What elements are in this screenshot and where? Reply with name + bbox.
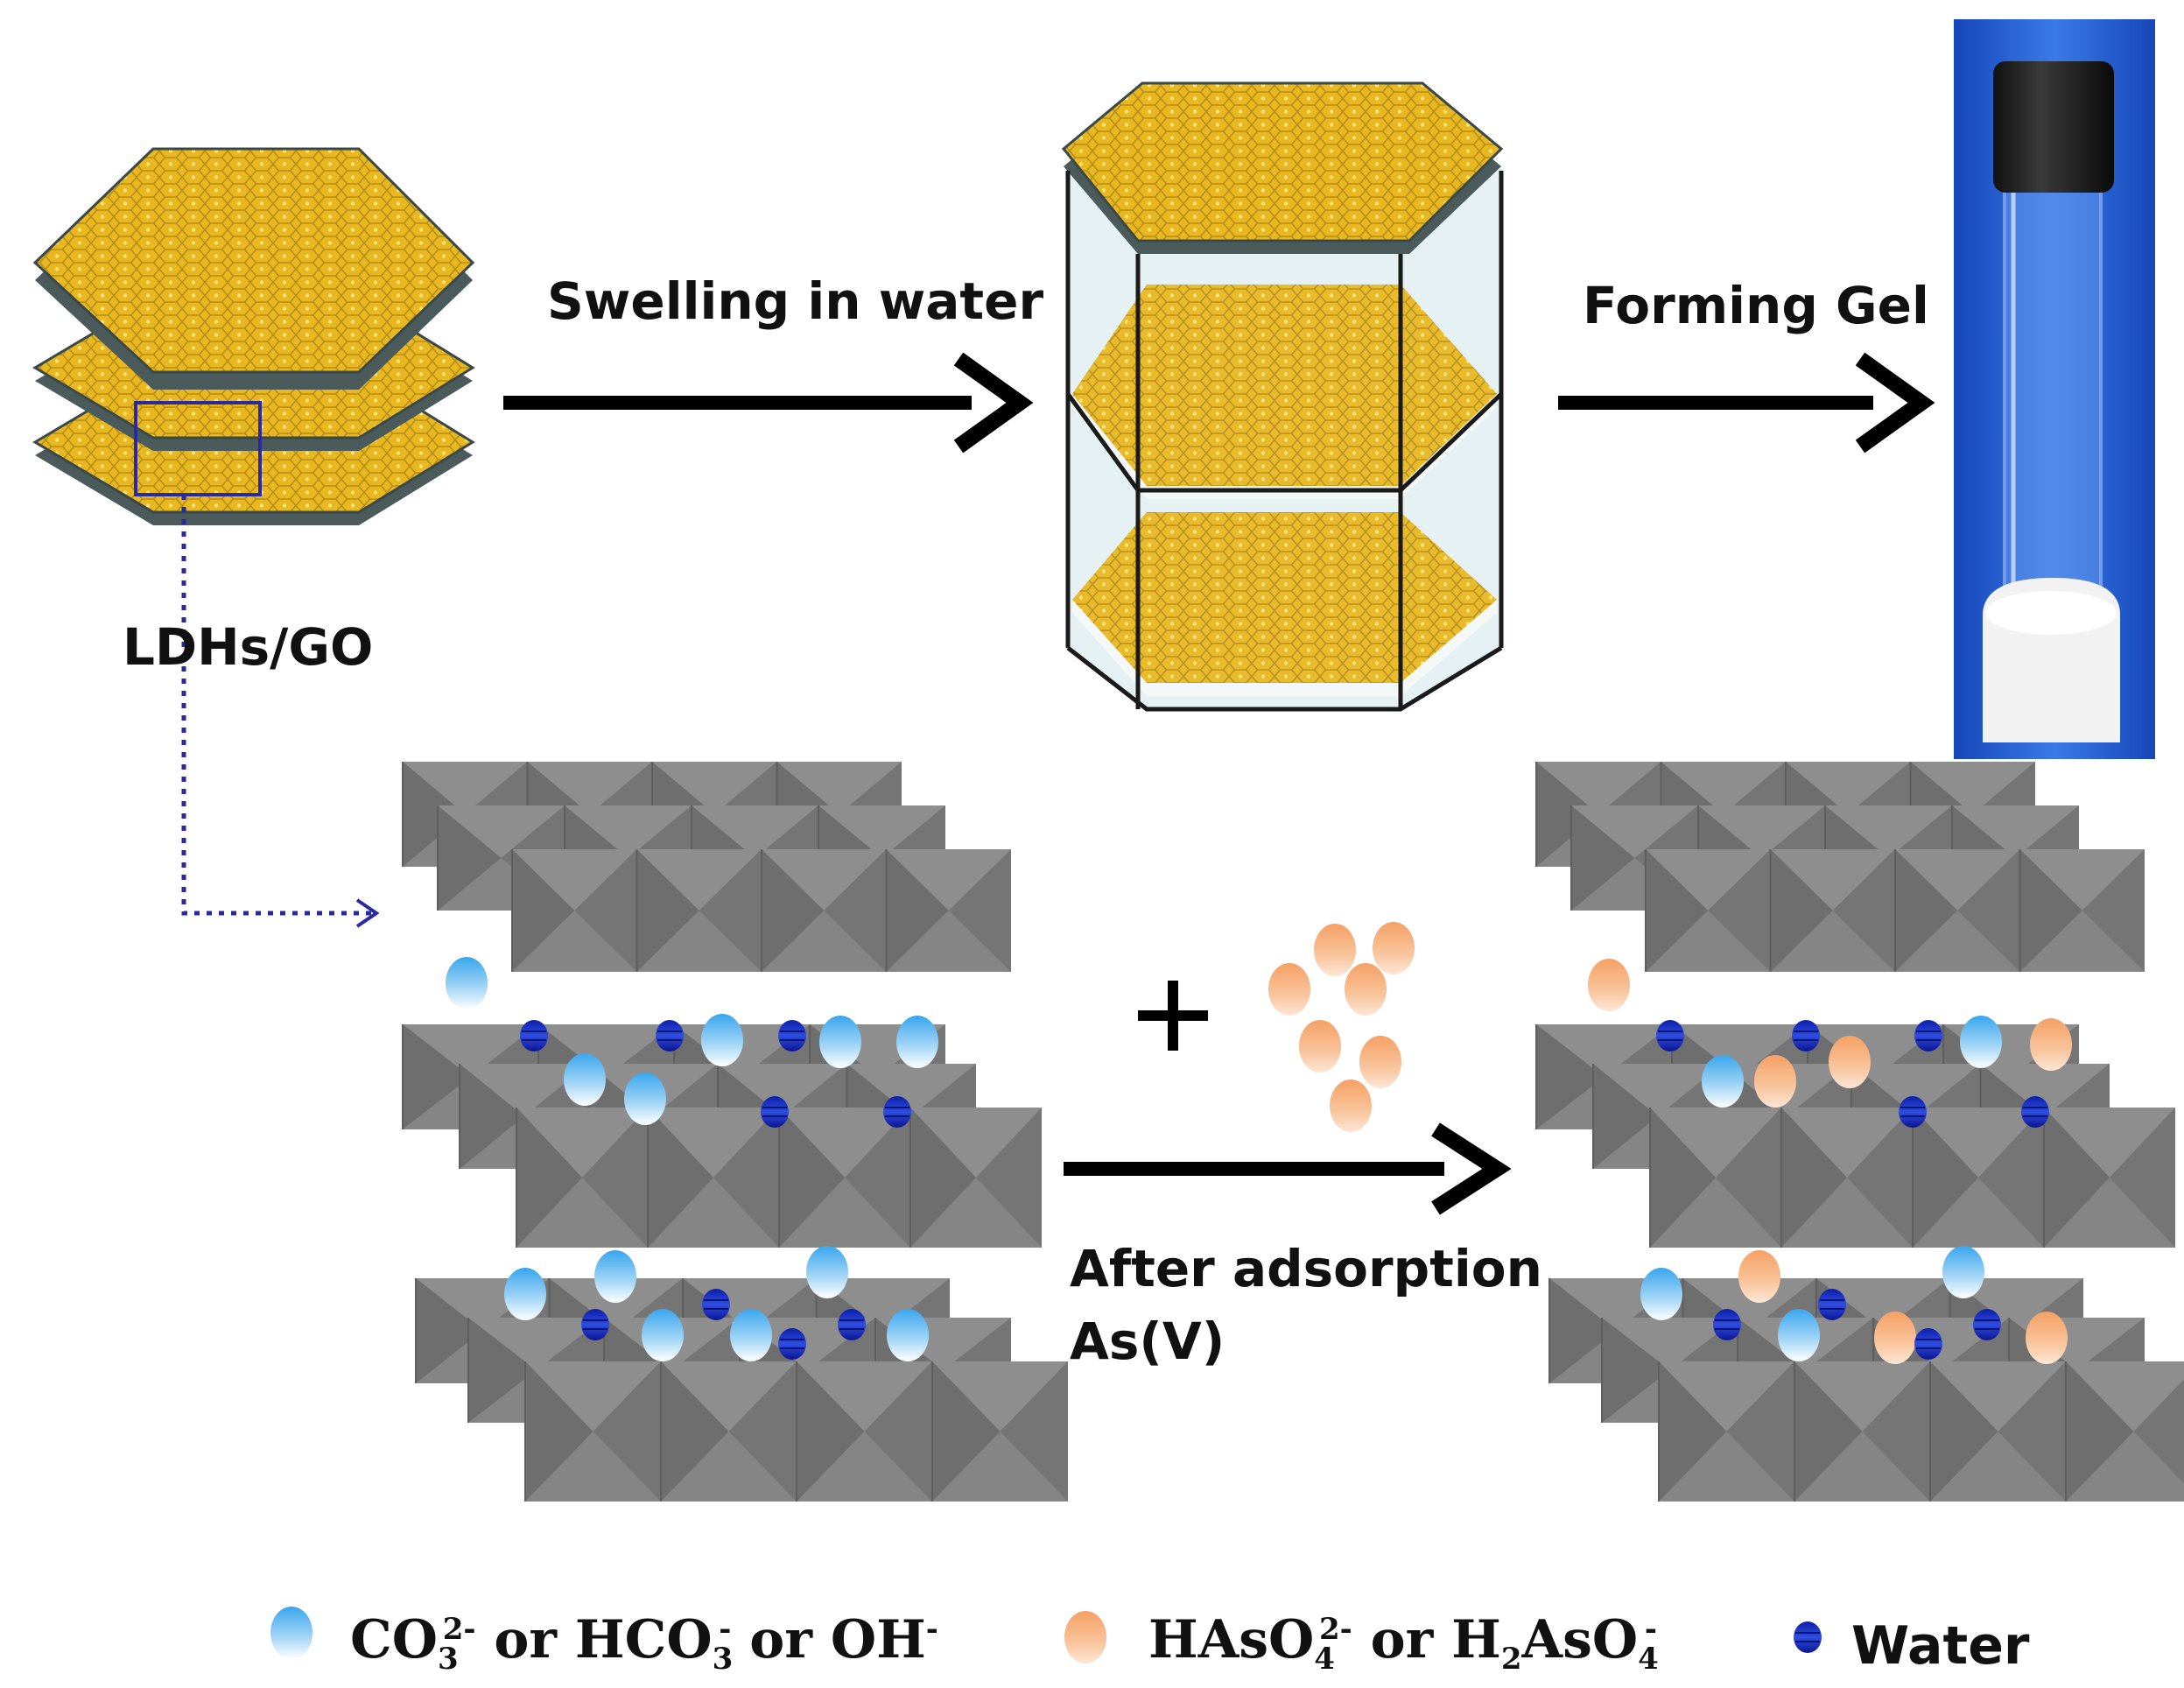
ion-right-16 <box>1778 1309 1820 1361</box>
ion-left-15 <box>581 1309 609 1340</box>
legend-carbonate-text: CO32- or HCO3- or OH- <box>350 1609 938 1677</box>
ion-left-5 <box>819 1016 861 1068</box>
ion-right-10 <box>2021 1096 2049 1128</box>
ion-left-14 <box>702 1289 730 1320</box>
slab-c3 <box>524 1361 1068 1502</box>
legend-markers <box>270 1607 1822 1663</box>
ion-right-17 <box>1874 1312 1916 1364</box>
ions-left <box>446 957 938 1361</box>
ion-left-7 <box>564 1053 606 1106</box>
ion-left-8 <box>624 1073 666 1125</box>
ion-left-11 <box>504 1268 546 1320</box>
ldhs-go-stack <box>32 147 475 525</box>
ion-right-5 <box>1960 1016 2002 1068</box>
ion-right-11 <box>1640 1268 1682 1320</box>
after-adsorption-label: After adsorption <box>1070 1239 1542 1298</box>
slab-a3 <box>1645 849 2145 972</box>
ion-left-4 <box>778 1020 806 1051</box>
ion-right-9 <box>1899 1096 1927 1128</box>
ion-left-13 <box>806 1246 848 1298</box>
free-arsenate-1 <box>1373 922 1415 974</box>
free-arsenate-3 <box>1345 963 1387 1016</box>
ion-left-9 <box>761 1096 789 1128</box>
dotted-link <box>181 495 372 916</box>
ion-left-12 <box>594 1250 636 1303</box>
ion-right-7 <box>1702 1055 1744 1108</box>
free-arsenate-6 <box>1330 1080 1372 1132</box>
ion-right-12 <box>1738 1250 1780 1303</box>
ion-left-1 <box>520 1020 548 1051</box>
forming-gel-label: Forming Gel <box>1583 276 1929 335</box>
ion-right-18 <box>1914 1328 1942 1360</box>
ion-left-2 <box>656 1020 684 1051</box>
ion-left-0 <box>446 957 488 1009</box>
legend-water-marker <box>1794 1621 1822 1653</box>
ion-right-14 <box>1818 1289 1846 1320</box>
ion-right-0 <box>1588 959 1630 1011</box>
plus-sign <box>1138 981 1208 1051</box>
free-arsenate-0 <box>1314 924 1356 976</box>
ion-right-3 <box>1829 1036 1871 1088</box>
ion-left-18 <box>838 1309 866 1340</box>
ion-left-19 <box>887 1309 929 1361</box>
dotted-link-arrowhead <box>355 898 380 928</box>
slab-a3 <box>511 849 1011 972</box>
free-arsenate-5 <box>1359 1036 1401 1088</box>
ion-left-20 <box>778 1328 806 1360</box>
ldhs-go-label: LDHs/GO <box>123 617 374 677</box>
legend-water-text: Water <box>1851 1615 2030 1677</box>
ion-right-15 <box>1713 1309 1741 1340</box>
ion-left-16 <box>642 1309 684 1361</box>
as-v-label: As(V) <box>1070 1312 1225 1371</box>
ion-right-19 <box>1973 1309 2001 1340</box>
ion-right-6 <box>2030 1018 2072 1071</box>
vial-icon <box>1954 19 2155 759</box>
arrow-forming-gel <box>1558 352 1935 454</box>
ldh-slabs-before <box>402 762 1068 1502</box>
slab-b3 <box>516 1108 1042 1248</box>
free-arsenate-4 <box>1299 1020 1341 1073</box>
ion-left-10 <box>883 1096 911 1128</box>
swelling-label: Swelling in water <box>547 271 1044 331</box>
ion-right-1 <box>1656 1020 1684 1051</box>
ion-left-6 <box>896 1016 938 1068</box>
ions-right <box>1588 959 2072 1364</box>
ion-right-4 <box>1914 1020 1942 1051</box>
legend-arsenate-marker <box>1064 1611 1106 1663</box>
arsenate-cluster <box>1268 922 1415 1132</box>
swollen-ldhs-prism <box>1061 81 1504 712</box>
legend-carbonate-marker <box>270 1607 313 1659</box>
ion-left-17 <box>730 1309 772 1361</box>
ion-right-13 <box>1942 1246 1984 1298</box>
legend-arsenate-text: HAsO42- or H2AsO4- <box>1148 1609 1659 1677</box>
ldh-slabs-after <box>1535 762 2184 1502</box>
ion-right-20 <box>2026 1312 2068 1364</box>
ion-right-2 <box>1792 1020 1820 1051</box>
arrow-adsorption <box>1064 1122 1512 1215</box>
zoom-box <box>134 401 262 496</box>
hex-sheet-top <box>32 147 475 390</box>
slab-c3 <box>1658 1361 2184 1502</box>
arrow-swelling <box>503 352 1034 454</box>
ion-left-3 <box>701 1014 743 1066</box>
free-arsenate-2 <box>1268 963 1310 1016</box>
ion-right-8 <box>1754 1055 1796 1108</box>
slab-b3 <box>1649 1108 2175 1248</box>
